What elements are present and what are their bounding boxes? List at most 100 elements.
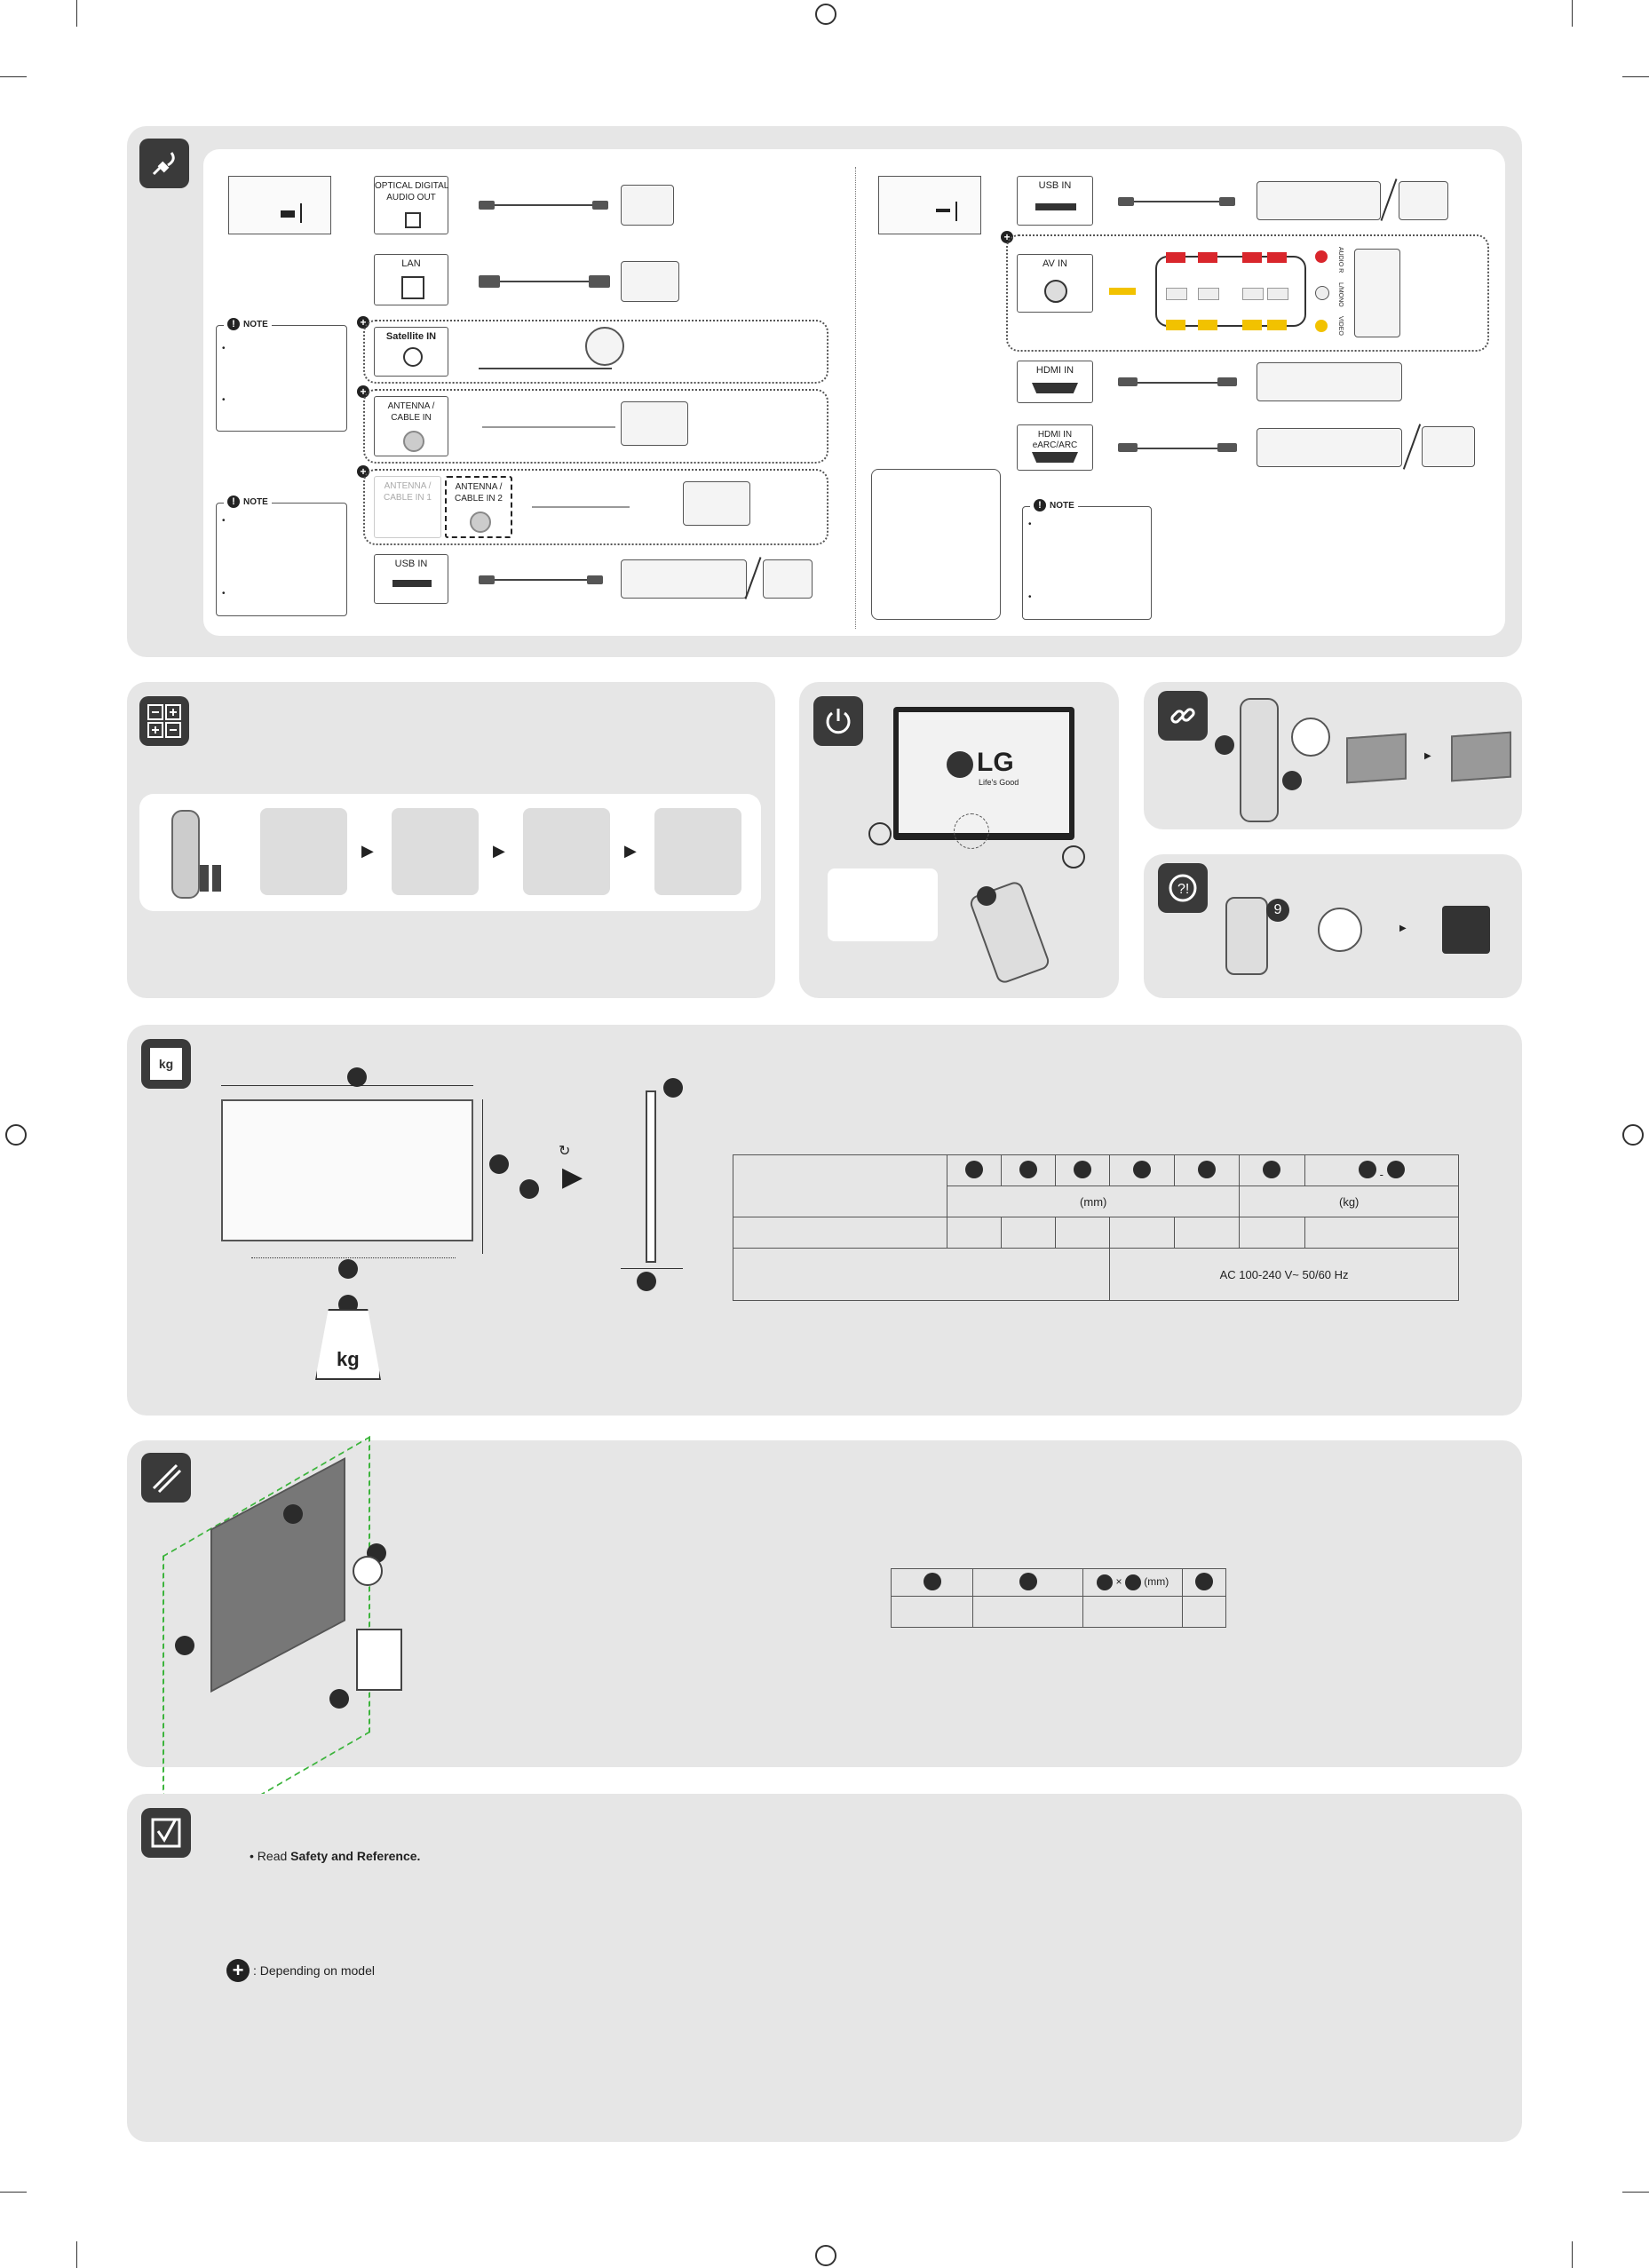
slash [744,557,762,599]
power-panel: LG Life's Good [799,682,1119,998]
wall-cell [972,1596,1084,1628]
power-button-detail [828,868,938,941]
usb-storage-device [1257,181,1381,220]
usb-port-left: USB IN [374,554,448,604]
antenna2-port: ANTENNA / CABLE IN 2 [445,476,512,538]
unit-kg: (kg) [1239,1186,1459,1217]
red-jack [1315,250,1328,263]
usb-label-left: USB IN [394,559,428,569]
hdmi-cable [1138,448,1217,449]
check-panel: • Read Safety and Reference. + : Dependi… [127,1794,1522,2142]
antenna-cable [482,426,615,428]
power-value: AC 100-240 V~ 50/60 Hz [1109,1248,1459,1301]
arrow-right-icon: ▶ [562,1162,583,1192]
wall-table: × (mm) [890,1568,1226,1628]
remote-icon [1225,897,1268,975]
height-dimension-line [482,1099,483,1254]
usb-plug [587,575,603,584]
usb-plug [479,575,495,584]
satellite-cable [479,368,612,369]
sound-bar-device [621,185,674,226]
optical-plug [592,201,608,210]
note-box: !NOTE • • [1022,499,1152,620]
white-plug [1198,288,1219,300]
svg-text:?!: ?! [1177,882,1189,897]
note-header: !NOTE [224,318,272,330]
spec-panel: kg kg ▶ ↻ - (mm) (kg) [127,1025,1522,1416]
av-jack-label: AUDIO R [1337,247,1344,274]
av-port: AV IN [1017,254,1093,313]
wall-col-a [890,1568,974,1597]
battery-step-2 [392,808,479,895]
spec-cell [1239,1217,1305,1249]
av-cable-loop [1155,256,1306,327]
arrow-right-icon: ▶ [493,842,505,860]
yellow-plug [1198,320,1217,330]
antenna-label: ANTENNA / CABLE IN [387,401,435,423]
antenna-device [621,401,688,446]
usb-label-right: USB IN [1038,180,1072,191]
spec-cell [1001,1217,1057,1249]
satellite-dish-icon [585,327,624,366]
slash [1402,424,1422,470]
power-button-icon [977,886,996,906]
usb-port-right: USB IN [1017,176,1093,226]
cable-icon [139,139,189,188]
unit-mm: (mm) [946,1186,1241,1217]
dimension-marker-b [489,1154,509,1174]
help-icon: ?! [1158,863,1208,913]
spec-cell [1109,1217,1176,1249]
optional-box [363,320,828,384]
headset-icon [1442,906,1490,954]
optical-plug [479,201,495,210]
usb-storage-device [621,559,747,599]
checkbox-icon [141,1808,191,1858]
av-jack-label: VIDEO [1337,316,1344,336]
battery-step-1 [260,808,347,895]
exclamation-icon: ! [1034,499,1046,511]
depth-dimension-line [621,1268,683,1269]
hdmi-plug [1118,377,1138,386]
dimension-marker-d [338,1259,358,1279]
hdmi-plug [1217,377,1237,386]
optical-label: OPTICAL DIGITAL AUDIO OUT [375,181,449,202]
tv-screen-icon [1346,733,1407,784]
sound-bar-device [1422,426,1475,467]
lan-port: LAN [374,254,448,305]
spec-col-c [1055,1154,1111,1186]
note-bullet: • [1028,592,1032,602]
tv-screen-icon [1451,731,1511,782]
note-header: !NOTE [1030,499,1078,511]
note-bullet: • [222,344,226,353]
spec-header-blank [733,1154,947,1217]
spec-cell [1174,1217,1241,1249]
zoom-circle [954,813,989,849]
hdmi-devices [1257,428,1402,467]
hdmi-plug [1217,443,1237,452]
wall-cell [1182,1596,1226,1628]
weight-icon: kg [141,1039,191,1089]
lg-brand: LG [977,748,1014,777]
battery-step-4 [654,808,741,895]
antenna1-port: ANTENNA / CABLE IN 1 [374,476,441,538]
crop-mark [0,76,27,77]
lg-slogan: Life's Good [979,778,1019,787]
note-header: !NOTE [224,496,272,508]
dimension-marker-a [283,1504,303,1524]
power-icon [813,696,863,746]
screw-icon [353,1556,383,1586]
usb-plug [1118,197,1134,206]
battery-plus-minus-icon [139,696,189,746]
lan-cable [500,281,589,282]
antenna-cable [532,506,630,508]
width-dimension-line [221,1085,473,1086]
spec-table: - (mm) (kg) AC 100-240 V~ 50/60 Hz [732,1154,1460,1301]
white-jack [1315,286,1329,300]
av-jack-label: L/MONO [1337,282,1344,307]
lg-logo-icon [947,751,973,778]
wall-mount-icon [141,1453,191,1503]
divider [855,167,856,629]
registration-mark [5,1124,27,1146]
connections-panel: OPTICAL DIGITAL AUDIO OUT LAN !NOTE • • … [127,126,1522,657]
scale-icon: kg [315,1309,381,1380]
